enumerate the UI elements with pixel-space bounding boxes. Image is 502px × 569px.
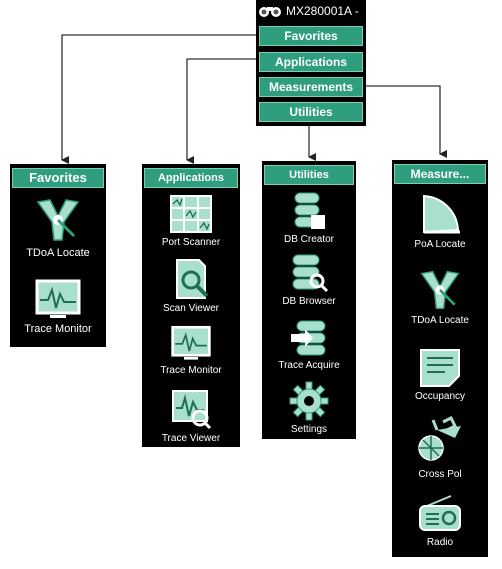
menu-measurements-button[interactable]: Measurements [259,77,363,97]
menu-utilities-button[interactable]: Utilities [259,102,363,122]
measurements-panel: Measure... PoA Locate TDoA Locate Occupa… [392,160,488,557]
tool-label: DB Browser [282,296,336,307]
radio-icon [419,495,461,531]
tool-label: Cross Pol [418,469,462,480]
utilities-panel-title: Utilities [264,165,354,185]
tool-label: Trace Viewer [161,433,221,444]
scan-viewer-icon [176,259,209,299]
measurements-occupancy-tool[interactable]: Occupancy [392,346,488,402]
trace-viewer-icon [172,390,212,430]
utilities-settings-tool[interactable]: Settings [262,381,356,435]
measurements-tdoa-locate-tool[interactable]: TDoA Locate [392,268,488,326]
tool-label: Port Scanner [161,237,221,248]
utilities-db-browser-tool[interactable]: DB Browser [262,253,356,307]
trace-monitor-icon [171,325,211,360]
binoculars-icon [259,7,281,17]
settings-gear-icon [289,381,329,421]
tool-label: Trace Monitor [24,323,92,335]
db-browser-icon [292,254,329,293]
arrow-applications [186,58,258,164]
port-scanner-icon [170,195,212,233]
tool-label: Settings [290,424,328,435]
utilities-panel: Utilities DB Creator DB Browser Trace Ac… [262,161,356,439]
applications-scan-viewer-tool[interactable]: Scan Viewer [142,258,240,314]
applications-trace-viewer-tool[interactable]: Trace Viewer [142,388,240,444]
device-menu: MX280001A - Favorites Applications Measu… [256,0,366,126]
applications-panel: Applications Port Scanner Scan Viewer Tr… [142,164,240,447]
measurements-cross-pol-tool[interactable]: Cross Pol [392,416,488,480]
measurements-panel-title: Measure... [394,164,486,184]
tool-label: Scan Viewer [163,303,219,314]
tdoa-locate-icon [420,270,460,310]
poa-locate-icon [423,194,460,234]
trace-acquire-icon [291,320,326,356]
tool-label: PoA Locate [414,239,466,250]
arrow-measurements [364,85,447,158]
tool-label: Occupancy [414,391,466,402]
utilities-db-creator-tool[interactable]: DB Creator [262,191,356,245]
cross-pol-icon [418,416,461,461]
menu-favorites-button[interactable]: Favorites [259,26,363,46]
tool-label: Trace Monitor [160,365,222,376]
db-creator-icon [294,192,325,229]
tool-label: TDoA Locate [26,247,90,259]
favorites-panel: Favorites TDoA Locate Trace Monitor [10,164,106,347]
tool-label: DB Creator [283,234,334,245]
occupancy-icon [420,349,460,387]
measurements-radio-tool[interactable]: Radio [392,494,488,548]
menu-applications-button[interactable]: Applications [259,52,363,72]
device-title: MX280001A - [286,4,359,18]
arrow-favorites [61,34,258,164]
utilities-trace-acquire-tool[interactable]: Trace Acquire [262,319,356,371]
tool-label: Radio [426,537,454,548]
applications-panel-title: Applications [144,168,238,188]
favorites-trace-monitor-tool[interactable]: Trace Monitor [10,278,106,335]
favorites-panel-title: Favorites [12,168,104,188]
tool-label: Trace Acquire [278,360,340,371]
tdoa-locate-icon [36,199,80,241]
tool-label: TDoA Locate [411,315,469,326]
trace-monitor-icon [35,279,81,318]
device-header: MX280001A - [256,0,366,22]
measurements-poa-locate-tool[interactable]: PoA Locate [392,192,488,250]
applications-port-scanner-tool[interactable]: Port Scanner [142,194,240,248]
favorites-tdoa-locate-tool[interactable]: TDoA Locate [10,196,106,259]
applications-trace-monitor-tool[interactable]: Trace Monitor [142,324,240,376]
